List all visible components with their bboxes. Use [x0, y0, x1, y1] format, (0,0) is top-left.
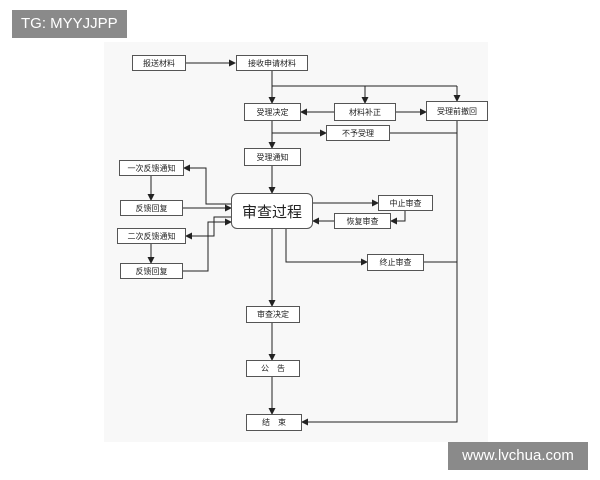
node-resume-review: 恢复审查: [334, 213, 391, 229]
node-suspend-review: 中止审查: [378, 195, 433, 211]
node-submit: 报送材料: [132, 55, 186, 71]
edge-suspend-resume: [390, 211, 406, 225]
node-accept-decision: 受理决定: [244, 103, 301, 121]
node-review-process: 审查过程: [231, 193, 313, 229]
watermark-bottom-right: www.lvchua.com: [448, 442, 588, 470]
edge-withdraw-end: [301, 121, 458, 426]
edge-review-fb1: [183, 164, 232, 205]
edge-review-terminate: [285, 229, 368, 266]
watermark-top-left: TG: MYYJJPP: [12, 10, 127, 38]
node-withdraw-before: 受理前撤回: [426, 101, 488, 121]
edge-review-fb2: [185, 216, 232, 240]
node-receive: 接收申请材料: [236, 55, 308, 71]
node-feedback-notice-1: 一次反馈通知: [119, 160, 184, 176]
node-review-decision: 审查决定: [246, 306, 300, 323]
node-terminate-review: 终止审查: [367, 254, 424, 271]
node-end: 结 束: [246, 414, 302, 431]
node-feedback-notice-2: 二次反馈通知: [117, 228, 186, 244]
edge-accept-notaccept: [271, 121, 327, 137]
node-feedback-reply-2: 反馈回复: [120, 263, 183, 279]
node-announcement: 公 告: [246, 360, 300, 377]
node-material-supplement: 材料补正: [334, 103, 396, 121]
node-not-accept: 不予受理: [326, 125, 390, 141]
edge-reply2-review: [183, 218, 232, 272]
node-accept-notice: 受理通知: [244, 148, 301, 166]
node-feedback-reply-1: 反馈回复: [120, 200, 183, 216]
